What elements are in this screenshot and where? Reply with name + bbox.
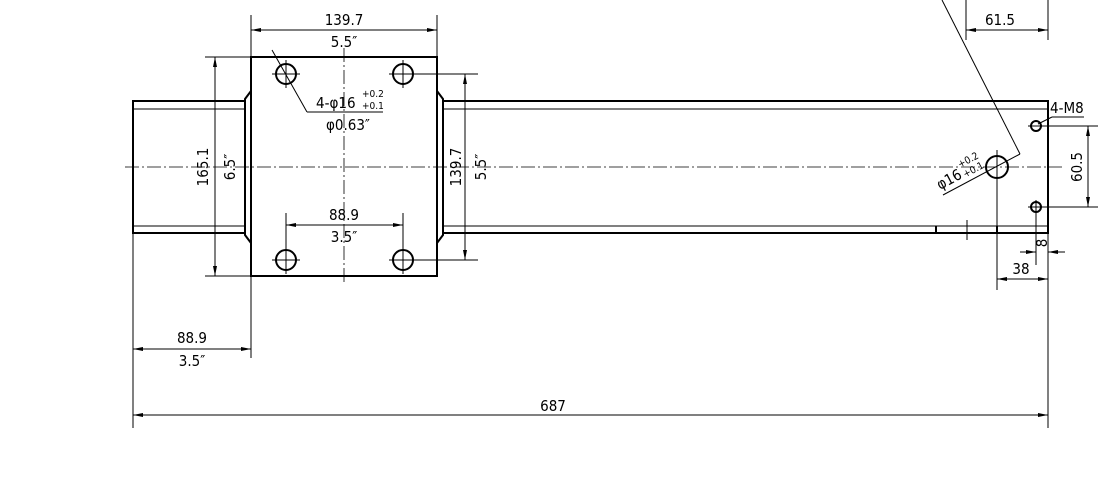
dim-plate-width: 139.7 5.5″ [250, 11, 438, 57]
dim-plate-height: 165.1 6.5″ [194, 56, 251, 277]
mounting-plate [250, 56, 438, 277]
svg-text:139.7: 139.7 [325, 11, 364, 29]
dim-hole-spacing-vertical: 139.7 5.5″ [403, 73, 490, 261]
svg-text:139.7: 139.7 [447, 148, 465, 187]
svg-text:φ0.63″: φ0.63″ [326, 116, 370, 134]
svg-text:3.5″: 3.5″ [331, 228, 358, 246]
svg-text:687: 687 [540, 397, 566, 415]
dim-overall-length: 687 [133, 233, 1049, 428]
callout-end-hole: φ16 +0.2 +0.1 [933, 0, 1021, 196]
svg-text:165.1: 165.1 [194, 148, 212, 187]
svg-text:88.9: 88.9 [329, 206, 359, 224]
dim-end-width: 61.5 [965, 0, 1049, 40]
end-holes [985, 120, 1098, 290]
svg-text:5.5″: 5.5″ [472, 154, 490, 181]
svg-text:4-M8: 4-M8 [1050, 99, 1084, 117]
svg-text:38: 38 [1012, 260, 1029, 278]
dim-hole-spacing-horizontal: 88.9 3.5″ [285, 206, 404, 250]
dim-left-offset: 88.9 3.5″ [132, 233, 252, 428]
dim-end-hole-edge: 8 [1020, 239, 1065, 254]
svg-text:8: 8 [1033, 239, 1051, 248]
svg-text:88.9: 88.9 [177, 329, 207, 347]
svg-text:4-φ16: 4-φ16 [316, 94, 356, 112]
dim-end-big-hole-offset: 38 [997, 233, 1049, 290]
left-tube-section [132, 90, 252, 244]
svg-text:3.5″: 3.5″ [179, 352, 206, 370]
svg-text:5.5″: 5.5″ [331, 33, 358, 51]
svg-text:60.5: 60.5 [1068, 152, 1086, 182]
svg-text:+0.2: +0.2 [362, 89, 384, 100]
svg-text:+0.1: +0.1 [362, 101, 384, 112]
svg-text:61.5: 61.5 [985, 11, 1015, 29]
svg-text:6.5″: 6.5″ [221, 154, 239, 181]
dim-end-hole-spacing: 60.5 [1068, 126, 1090, 207]
callout-end-threads: 4-M8 [1037, 99, 1084, 125]
callout-plate-holes: 4-φ16 +0.2 +0.1 φ0.63″ [271, 49, 384, 134]
